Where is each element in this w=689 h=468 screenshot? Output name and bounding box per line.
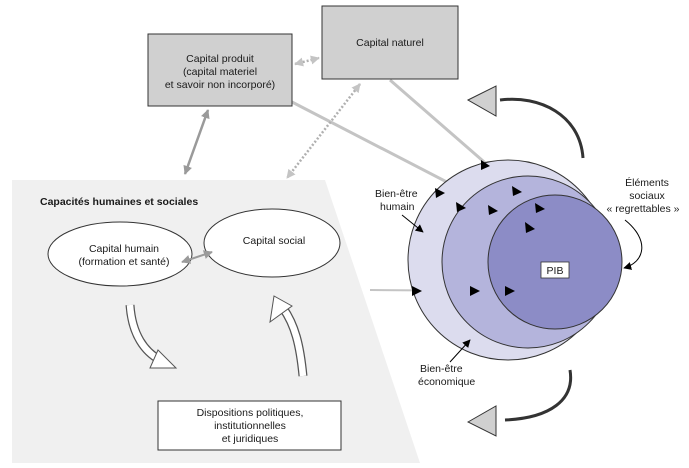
flow-markers [412, 160, 545, 296]
elements-sociaux-line3: « regrettables » [607, 203, 680, 215]
capital-naturel-box [321, 5, 459, 80]
elements-sociaux-line2: sociaux [629, 190, 665, 202]
pointer-elements-sociaux [623, 219, 643, 270]
pointer-bien-etre-economique [449, 339, 471, 363]
capital-humain-line2: (formation et santé) [78, 256, 169, 268]
dispositions-line2: institutionnelles [214, 420, 286, 432]
dispositions-line3: et juridiques [222, 433, 279, 445]
curved-arrow-down [125, 304, 178, 369]
pib-label-box [540, 261, 570, 279]
capital-social-label: Capital social [243, 235, 305, 247]
capital-humain-line1: Capital humain [89, 243, 159, 255]
flow-marker [505, 286, 515, 296]
dotted-arrow-produit-naturel [294, 55, 320, 67]
panel-title: Capacités humaines et sociales [40, 196, 198, 208]
elements-sociaux-line1: Éléments [625, 176, 669, 189]
rotation-arrow-top [466, 85, 585, 159]
capital-produit-line2: (capital materiel [183, 66, 257, 78]
flow-marker [412, 286, 422, 296]
arrow-produit-panel [183, 109, 210, 175]
capital-naturel-label: Capital naturel [356, 37, 424, 49]
flow-marker [456, 202, 466, 212]
bien-etre-economique-line2: économique [418, 376, 475, 388]
flow-marker [488, 205, 498, 215]
bien-etre-humain-line1: Bien-être [375, 188, 418, 200]
dispositions-line1: Dispositions politiques, [197, 407, 304, 419]
capital-produit-line1: Capital produit [186, 53, 254, 65]
flow-marker [512, 186, 522, 196]
arrow-humain-social [181, 250, 213, 264]
flow-marker [535, 203, 545, 213]
bien-etre-humain-line2: humain [380, 201, 415, 213]
dispositions-box [157, 400, 342, 451]
capital-social-ellipse [203, 208, 341, 278]
curved-arrow-up [269, 295, 308, 377]
capital-produit-box [147, 33, 293, 107]
flow-marker [470, 286, 480, 296]
capital-produit-line3: et savoir non incorporé) [165, 79, 275, 91]
pointer-bien-etre-humain [401, 214, 424, 233]
flow-marker [525, 222, 535, 233]
flow-marker [481, 160, 490, 170]
bien-etre-economique-line1: Bien-être [420, 363, 463, 375]
pib-label: PIB [547, 265, 564, 277]
rotation-arrow-bottom [466, 369, 573, 437]
flow-marker [435, 188, 445, 198]
